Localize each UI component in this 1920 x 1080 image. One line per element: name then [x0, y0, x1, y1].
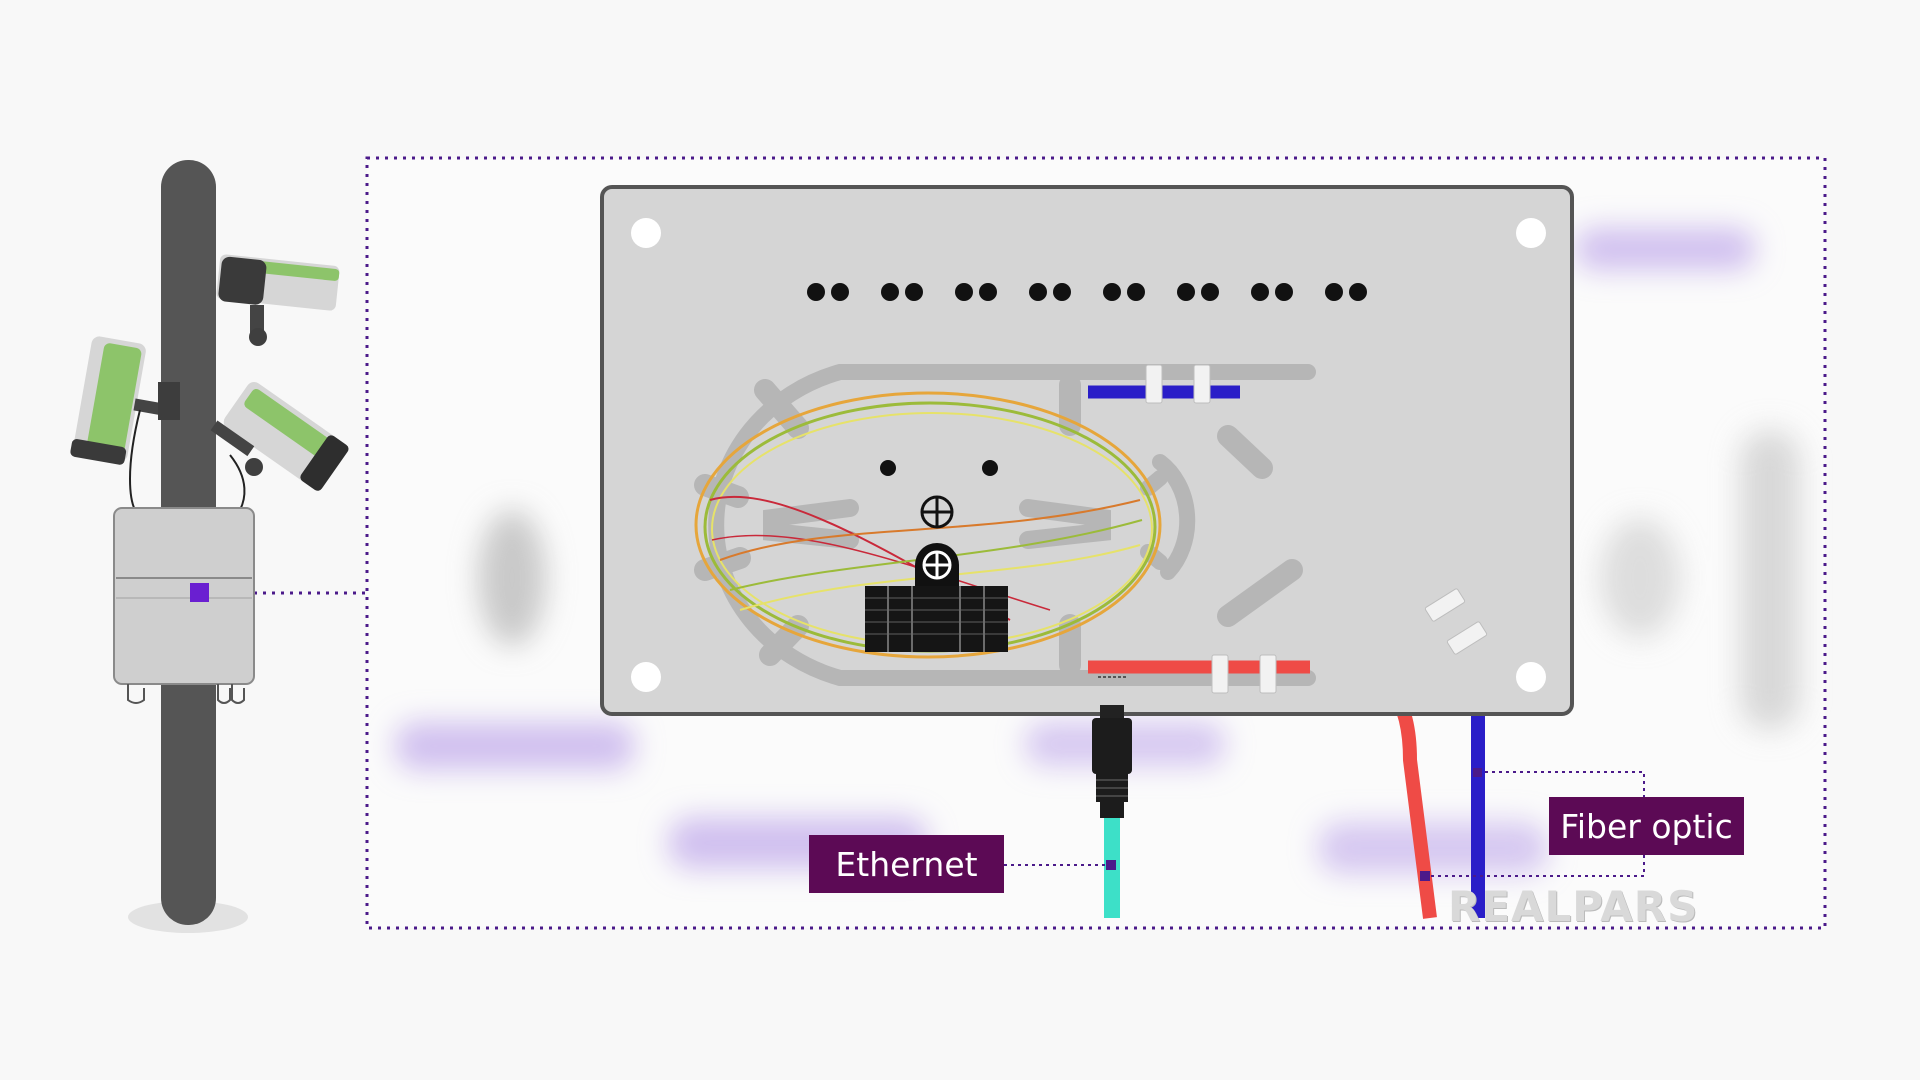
fiber-splice-tray — [600, 185, 1574, 716]
copper-callout-marker — [1420, 871, 1430, 881]
mount-hole — [982, 460, 998, 476]
blurred-background — [395, 228, 1800, 874]
camera-icon — [70, 336, 171, 465]
ethernet-label: Ethernet — [809, 835, 1004, 893]
port-holes — [807, 283, 1367, 301]
rj45-connector-icon — [1092, 705, 1132, 818]
fiber-callout-marker — [1473, 768, 1482, 777]
cable-clips — [1145, 364, 1488, 694]
camera-icon — [216, 254, 340, 346]
brand-watermark: REALPARS — [1448, 882, 1699, 931]
camera-icon — [223, 382, 349, 491]
junction-box-icon — [113, 507, 255, 704]
screw-icon — [920, 495, 954, 529]
fiber-optic-label: Fiber optic — [1549, 797, 1744, 855]
ethernet-callout-marker — [1106, 860, 1116, 870]
camera-pole — [70, 160, 349, 933]
zoom-frame — [365, 156, 1827, 930]
fiber-callout-line — [1426, 771, 1645, 877]
splice-holder — [865, 543, 1008, 652]
mount-hole — [880, 460, 896, 476]
screw-icon — [922, 550, 952, 580]
